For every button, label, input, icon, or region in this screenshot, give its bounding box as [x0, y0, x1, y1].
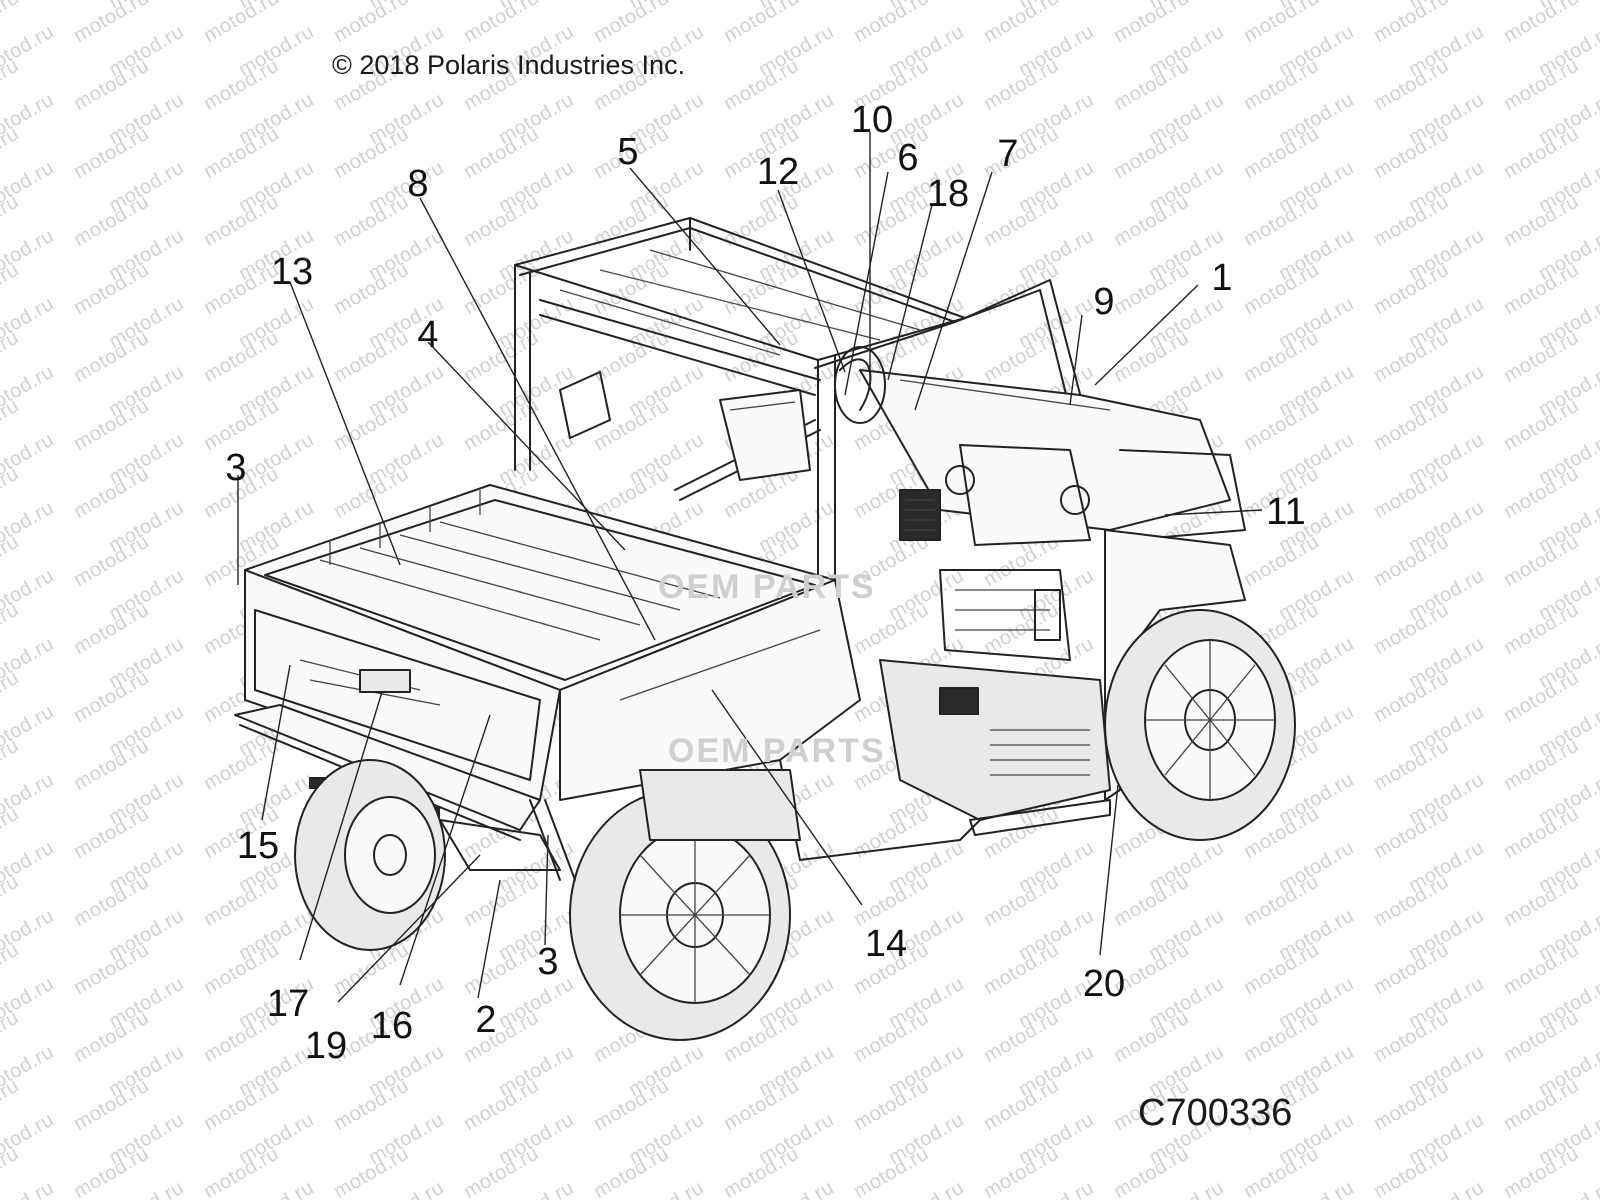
- brand-watermark-upper: OEM PARTS: [658, 568, 876, 606]
- callout-15: 15: [236, 825, 280, 867]
- callout-10: 10: [850, 99, 894, 141]
- callout-9: 9: [1093, 281, 1115, 323]
- dashboard: [834, 346, 1246, 546]
- callout-1: 1: [1211, 257, 1233, 299]
- diagram-code: C700336: [1138, 1092, 1293, 1134]
- callout-19: 19: [304, 1025, 348, 1067]
- callout-20: 20: [1082, 963, 1126, 1005]
- callout-4: 4: [417, 314, 439, 356]
- callout-13: 13: [270, 251, 314, 293]
- callout-17: 17: [266, 983, 310, 1025]
- callout-6: 6: [897, 137, 919, 179]
- wheel-front-right: [1104, 609, 1296, 841]
- callout-11: 11: [1266, 491, 1306, 533]
- seat: [559, 371, 811, 481]
- roll-cage: [514, 217, 1101, 691]
- wheel-rear-left: [294, 759, 446, 951]
- callout-12: 12: [756, 151, 800, 193]
- copyright-notice: © 2018 Polaris Industries Inc.: [332, 50, 686, 80]
- callout-16: 16: [370, 1005, 414, 1047]
- callout-7: 7: [997, 133, 1019, 175]
- callout-3-rear: 3: [225, 447, 247, 489]
- leader-lines: [237, 132, 1263, 1003]
- callout-14: 14: [864, 923, 908, 965]
- callout-2: 2: [475, 999, 497, 1041]
- callout-5: 5: [617, 131, 639, 173]
- brand-watermark-lower: OEM PARTS: [668, 732, 886, 770]
- callout-3-lower: 3: [537, 941, 559, 983]
- callout-18: 18: [926, 173, 970, 215]
- rear-suspension: [439, 769, 801, 881]
- callout-8: 8: [407, 163, 429, 205]
